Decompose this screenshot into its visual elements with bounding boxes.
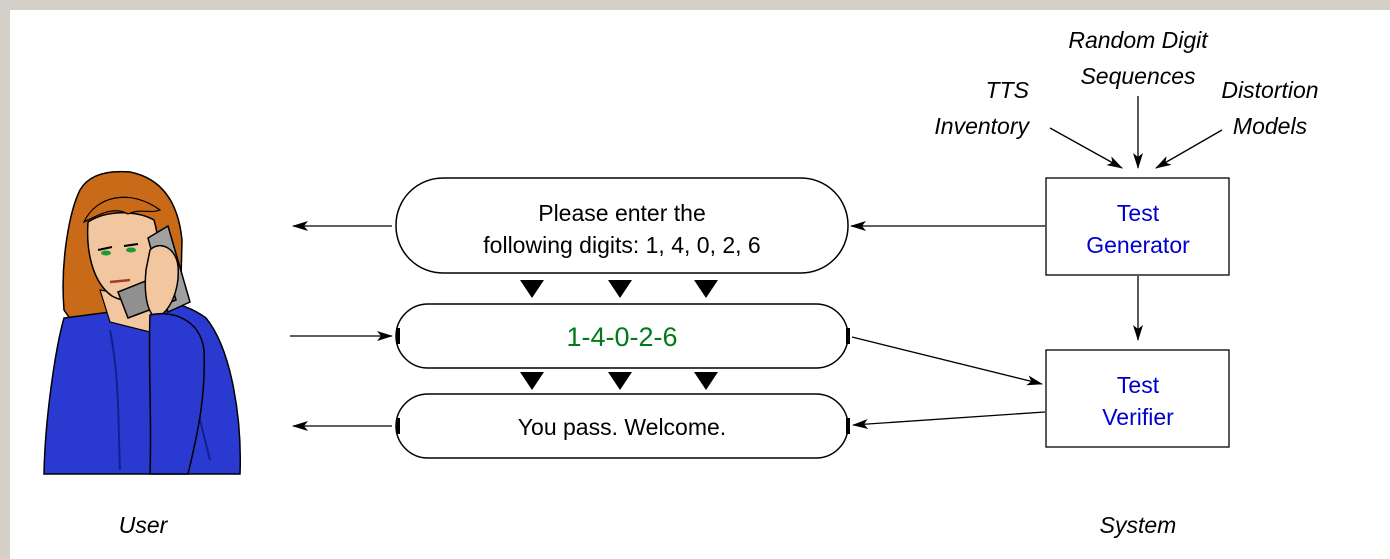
response-to-verifier-arrow [851,336,1043,386]
response-digits: 1-4-0-2-6 [566,322,677,352]
prompt-text-line1: Please enter the [538,200,706,226]
flow-triangles-row2 [520,372,718,390]
user-label: User [119,512,169,538]
random-digit-label: Random Digit [1068,27,1209,53]
test-generator-label-line1: Test [1117,200,1160,226]
flow-diagram: TTS Inventory Random Digit Sequences Dis… [43,27,1319,538]
response-bubble: 1-4-0-2-6 [395,303,850,369]
system-label: System [1100,512,1177,538]
test-generator-box: Test Generator [1045,177,1230,276]
tts-to-generator-arrow [1049,127,1123,169]
test-verifier-label-line2: Verifier [1102,404,1174,430]
diagram-canvas: TTS Inventory Random Digit Sequences Dis… [10,10,1390,559]
test-verifier-box: Test Verifier [1045,349,1230,448]
prompt-text-line2: following digits: 1, 4, 0, 2, 6 [483,232,760,258]
user-illustration [43,170,241,475]
result-text: You pass. Welcome. [518,414,726,440]
result-bubble: You pass. Welcome. [395,393,850,459]
distortion-to-generator-arrow [1155,129,1223,169]
distortion-models-label-line2: Models [1233,113,1308,139]
tts-inventory-label: TTS [986,77,1030,103]
verifier-to-result-arrow [852,411,1046,429]
random-digit-label-line2: Sequences [1080,63,1196,89]
test-verifier-label-line1: Test [1117,372,1160,398]
tts-inventory-label-line2: Inventory [934,113,1030,139]
test-generator-label-line2: Generator [1086,232,1190,258]
prompt-bubble: Please enter the following digits: 1, 4,… [395,177,849,274]
flow-triangles-row1 [520,280,718,298]
distortion-models-label: Distortion [1221,77,1318,103]
